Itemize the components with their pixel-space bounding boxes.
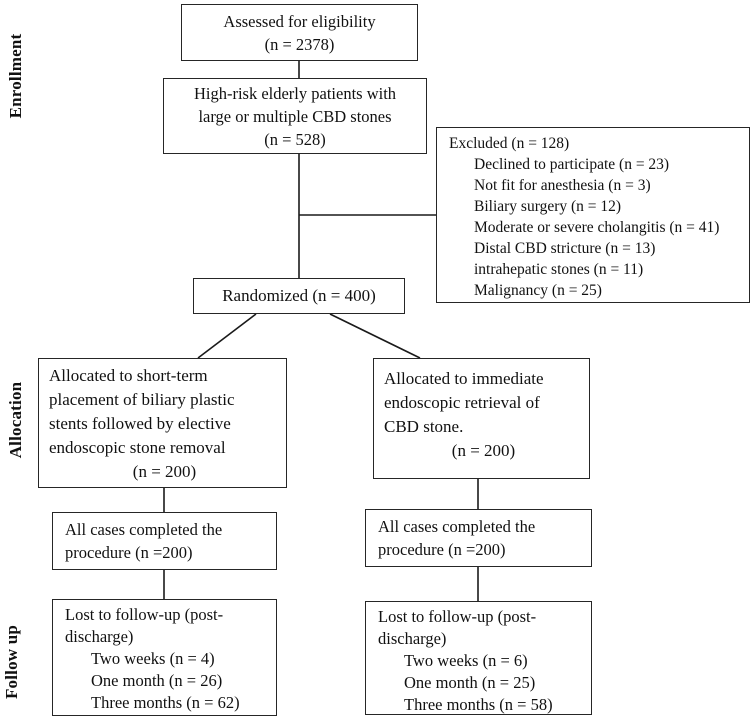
highrisk-n-value: (n = 528) bbox=[264, 129, 326, 149]
followup-left-one-month: One month (n = 26) bbox=[91, 671, 223, 690]
alloc-right-line-1: Allocated to immediate bbox=[384, 369, 544, 388]
followup-right-title-1: Lost to follow-up (post- bbox=[378, 607, 537, 626]
alloc-right-n-value: (n = 200) bbox=[451, 441, 516, 460]
box-allocated-immediate-retrieval-group: Allocated to immediate endoscopic retrie… bbox=[373, 358, 590, 479]
excluded-title: Excluded (n = 128) bbox=[449, 135, 570, 152]
alloc-left-line-2: placement of biliary plastic bbox=[49, 390, 235, 409]
excluded-reason-cbd-stricture: Distal CBD stricture (n = 13) bbox=[474, 240, 656, 257]
followup-right-one-month: One month (n = 25) bbox=[404, 673, 536, 692]
stage-label-allocation: Allocation bbox=[6, 381, 25, 459]
box-lost-to-followup-left: Lost to follow-up (post- discharge) Two … bbox=[52, 599, 277, 716]
highrisk-line-2: large or multiple CBD stones bbox=[198, 106, 392, 126]
excluded-reason-intrahepatic-stones: intrahepatic stones (n = 11) bbox=[474, 261, 644, 278]
excluded-reason-malignancy: Malignancy (n = 25) bbox=[474, 282, 602, 299]
excluded-reason-declined: Declined to participate (n = 23) bbox=[474, 156, 670, 173]
completed-left-line-1: All cases completed the bbox=[65, 520, 223, 539]
randomized-label: Randomized (n = 400) bbox=[222, 286, 376, 305]
highrisk-line-1: High-risk elderly patients with bbox=[193, 83, 397, 103]
box-randomized: Randomized (n = 400) bbox=[193, 278, 405, 314]
box-assessed-for-eligibility: Assessed for eligibility (n = 2378) bbox=[181, 4, 418, 61]
excluded-reason-cholangitis: Moderate or severe cholangitis (n = 41) bbox=[474, 219, 720, 236]
box-completed-procedure-left: All cases completed the procedure (n =20… bbox=[52, 512, 277, 570]
followup-right-two-weeks: Two weeks (n = 6) bbox=[404, 651, 528, 670]
followup-left-title-2: discharge) bbox=[65, 627, 134, 646]
alloc-left-line-1: Allocated to short-term bbox=[49, 366, 208, 385]
followup-left-two-weeks: Two weeks (n = 4) bbox=[91, 649, 215, 668]
box-allocated-stent-group: Allocated to short-term placement of bil… bbox=[38, 358, 287, 488]
connector-randomized-to-alloc-left bbox=[197, 313, 257, 359]
connector-randomized-to-alloc-right bbox=[329, 313, 421, 359]
alloc-right-line-2: endoscopic retrieval of bbox=[384, 393, 540, 412]
box-lost-to-followup-right: Lost to follow-up (post- discharge) Two … bbox=[365, 601, 592, 715]
box-excluded: Excluded (n = 128) Declined to participa… bbox=[436, 127, 750, 303]
completed-right-line-2: procedure (n =200) bbox=[378, 540, 506, 559]
followup-right-three-months: Three months (n = 58) bbox=[404, 695, 553, 714]
alloc-left-line-3: stents followed by elective bbox=[49, 414, 231, 433]
stage-label-follow-up: Follow up bbox=[2, 624, 21, 700]
assessed-n-value: (n = 2378) bbox=[264, 34, 335, 54]
assessed-line-1: Assessed for eligibility bbox=[223, 11, 376, 31]
followup-right-title-2: discharge) bbox=[378, 629, 447, 648]
box-completed-procedure-right: All cases completed the procedure (n =20… bbox=[365, 509, 592, 567]
alloc-left-line-4: endoscopic stone removal bbox=[49, 438, 226, 457]
followup-left-three-months: Three months (n = 62) bbox=[91, 693, 240, 712]
alloc-left-n-value: (n = 200) bbox=[132, 462, 197, 481]
excluded-reason-anesthesia: Not fit for anesthesia (n = 3) bbox=[474, 177, 651, 194]
completed-right-line-1: All cases completed the bbox=[378, 517, 536, 536]
completed-left-line-2: procedure (n =200) bbox=[65, 543, 193, 562]
excluded-reason-biliary-surgery: Biliary surgery (n = 12) bbox=[474, 198, 622, 215]
box-high-risk-patients: High-risk elderly patients with large or… bbox=[163, 78, 427, 154]
stage-label-enrollment: Enrollment bbox=[6, 33, 25, 119]
followup-left-title-1: Lost to follow-up (post- bbox=[65, 605, 224, 624]
alloc-right-line-3: CBD stone. bbox=[384, 417, 464, 436]
